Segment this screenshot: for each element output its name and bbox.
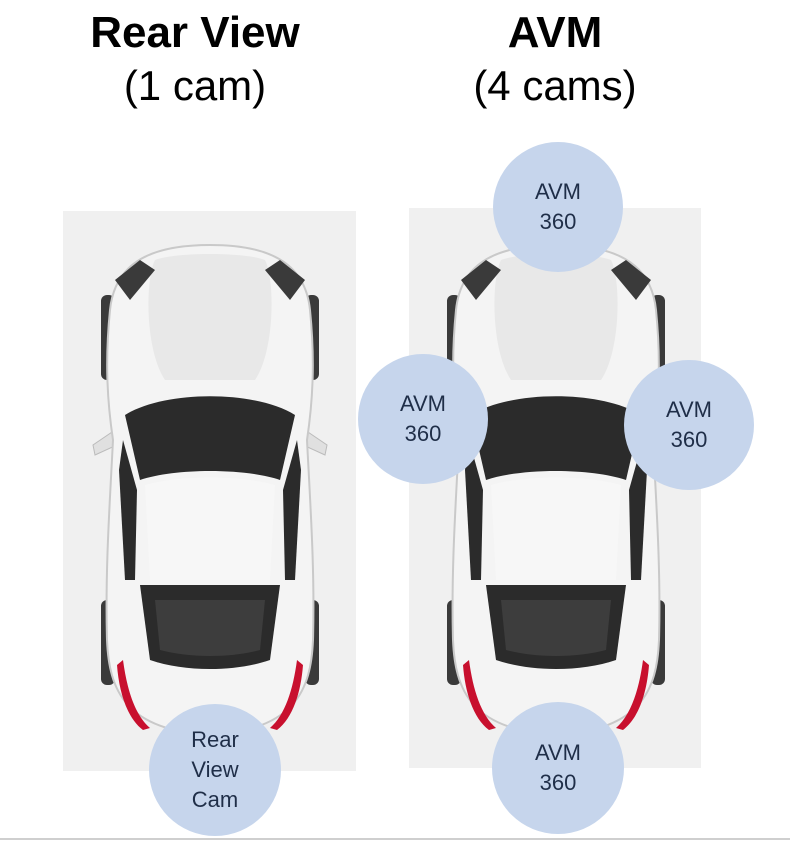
rear-view-camera: Rear View Cam (149, 704, 281, 836)
car-body (92, 243, 328, 737)
car-top-view-left (92, 243, 328, 737)
avm-camera-rear: AVM 360 (492, 702, 624, 834)
bottom-divider (0, 838, 790, 840)
avm-camera-front: AVM 360 (493, 142, 623, 272)
avm-title: AVM (507, 8, 603, 57)
car-top-view-right (438, 243, 674, 737)
avm-camera-left: AVM 360 (358, 354, 488, 484)
avm-camera-right: AVM 360 (624, 360, 754, 490)
rear-view-title: Rear View (90, 8, 300, 57)
car-body (438, 243, 674, 737)
avm-subtitle: (4 cams) (473, 62, 637, 109)
avm-heading: AVM (4 cams) (410, 8, 700, 114)
rear-view-subtitle: (1 cam) (123, 62, 267, 109)
rear-view-heading: Rear View (1 cam) (55, 8, 335, 114)
